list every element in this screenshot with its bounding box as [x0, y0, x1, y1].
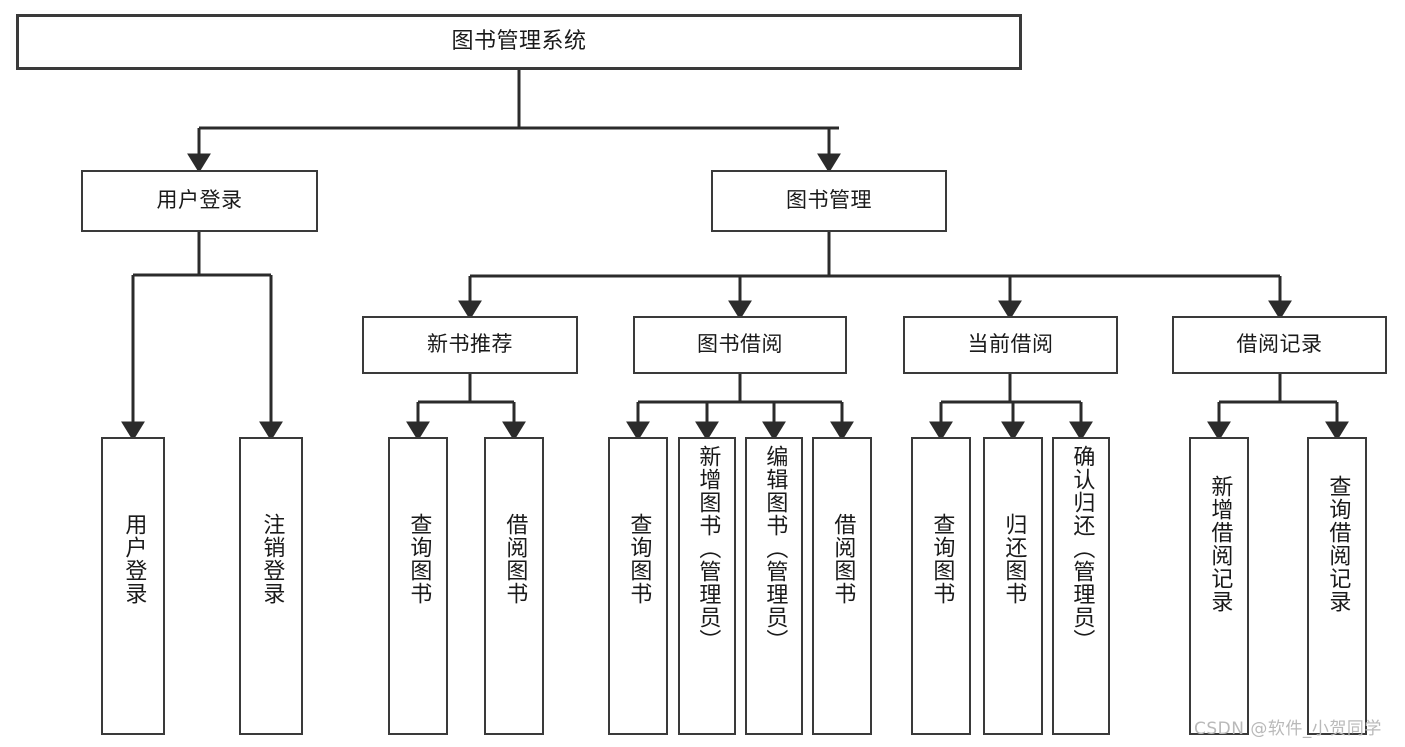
node-leaf-edit-book-admin-label: 编辑图书（管理员）	[762, 445, 788, 652]
node-leaf-query-borrow-record[interactable]: 查询借阅记录	[1307, 437, 1367, 735]
node-leaf-logout-login-label: 注销登录	[259, 513, 285, 605]
node-root-label: 图书管理系统	[451, 28, 587, 54]
node-book-borrow[interactable]: 图书借阅	[633, 316, 847, 374]
node-leaf-confirm-return-admin[interactable]: 确认归还（管理员）	[1052, 437, 1110, 735]
node-user-login-label: 用户登录	[156, 188, 243, 213]
node-book-manage-label: 图书管理	[786, 188, 872, 213]
node-leaf-borrow-book-2[interactable]: 借阅图书	[812, 437, 872, 735]
node-leaf-logout-login[interactable]: 注销登录	[239, 437, 303, 735]
node-leaf-borrow-book-1-label: 借阅图书	[502, 513, 528, 605]
node-new-book-recommend-label: 新书推荐	[427, 332, 513, 357]
node-leaf-query-borrow-record-label: 查询借阅记录	[1325, 475, 1351, 613]
node-book-borrow-label: 图书借阅	[697, 332, 783, 357]
node-leaf-user-login[interactable]: 用户登录	[101, 437, 165, 735]
node-leaf-query-book-3[interactable]: 查询图书	[911, 437, 971, 735]
node-leaf-add-borrow-record[interactable]: 新增借阅记录	[1189, 437, 1249, 735]
node-leaf-query-book-1[interactable]: 查询图书	[388, 437, 448, 735]
node-leaf-borrow-book-1[interactable]: 借阅图书	[484, 437, 544, 735]
node-root-system[interactable]: 图书管理系统	[16, 14, 1022, 70]
node-leaf-user-login-label: 用户登录	[121, 513, 147, 605]
node-current-borrow-label: 当前借阅	[967, 332, 1054, 357]
node-borrow-record-label: 借阅记录	[1236, 332, 1323, 357]
node-leaf-add-book-admin[interactable]: 新增图书（管理员）	[678, 437, 736, 735]
node-current-borrow[interactable]: 当前借阅	[903, 316, 1118, 374]
node-leaf-borrow-book-2-label: 借阅图书	[830, 513, 856, 605]
node-leaf-confirm-return-admin-label: 确认归还（管理员）	[1069, 445, 1095, 652]
node-leaf-query-book-2[interactable]: 查询图书	[608, 437, 668, 735]
csdn-watermark: CSDN @软件_小贺同学	[1194, 719, 1382, 739]
node-user-login[interactable]: 用户登录	[81, 170, 318, 232]
node-book-manage[interactable]: 图书管理	[711, 170, 947, 232]
node-leaf-edit-book-admin[interactable]: 编辑图书（管理员）	[745, 437, 803, 735]
node-leaf-query-book-2-label: 查询图书	[626, 513, 652, 605]
node-new-book-recommend[interactable]: 新书推荐	[362, 316, 578, 374]
node-leaf-query-book-3-label: 查询图书	[929, 513, 955, 605]
node-leaf-query-book-1-label: 查询图书	[406, 513, 432, 605]
node-borrow-record[interactable]: 借阅记录	[1172, 316, 1387, 374]
node-leaf-add-borrow-record-label: 新增借阅记录	[1207, 475, 1233, 613]
node-leaf-return-book[interactable]: 归还图书	[983, 437, 1043, 735]
node-leaf-add-book-admin-label: 新增图书（管理员）	[695, 445, 721, 652]
node-leaf-return-book-label: 归还图书	[1001, 513, 1027, 605]
